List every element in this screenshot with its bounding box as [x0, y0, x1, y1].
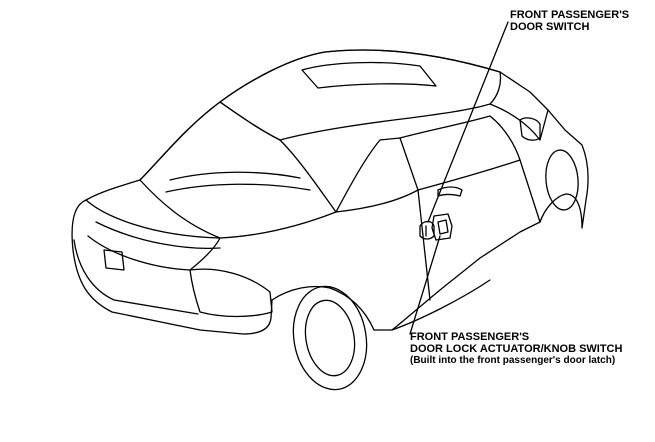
rear-wheel	[292, 285, 368, 391]
leader-door-switch	[427, 21, 509, 223]
rear-spoiler	[95, 221, 221, 249]
door-handle	[437, 186, 463, 197]
rear-window	[139, 101, 337, 239]
tail-light	[189, 268, 273, 318]
rear-window-defrost	[165, 171, 311, 193]
lock-actuator-part	[431, 213, 453, 241]
side-sill	[391, 279, 491, 331]
front-wheel	[545, 149, 579, 211]
door-switch-label-line2: DOOR SWITCH	[510, 21, 590, 33]
rear-bumper	[73, 239, 199, 315]
license-recess	[103, 249, 125, 271]
trunk-lid	[85, 199, 221, 271]
door-outline	[417, 159, 541, 301]
roof-outline	[219, 49, 502, 141]
sunroof	[301, 61, 437, 89]
rear-wheel-rim	[304, 299, 356, 377]
quarter-window	[335, 137, 419, 213]
lock-actuator-label-note: (Built into the front passenger's door l…	[410, 355, 616, 366]
door-switch-callout: FRONT PASSENGER'S DOOR SWITCH	[510, 9, 629, 33]
lock-actuator-callout: FRONT PASSENGER'S DOOR LOCK ACTUATOR/KNO…	[410, 331, 622, 367]
side-mirror	[519, 117, 541, 141]
car-body-outline	[71, 49, 589, 335]
windshield	[489, 103, 549, 141]
lock-actuator-label-line2: DOOR LOCK ACTUATOR/KNOB SWITCH	[410, 343, 623, 355]
door-window	[399, 115, 521, 191]
leader-lock-actuator	[409, 235, 441, 335]
lock-actuator-label-line1: FRONT PASSENGER'S	[410, 331, 530, 343]
door-switch-label-line1: FRONT PASSENGER'S	[510, 9, 630, 21]
